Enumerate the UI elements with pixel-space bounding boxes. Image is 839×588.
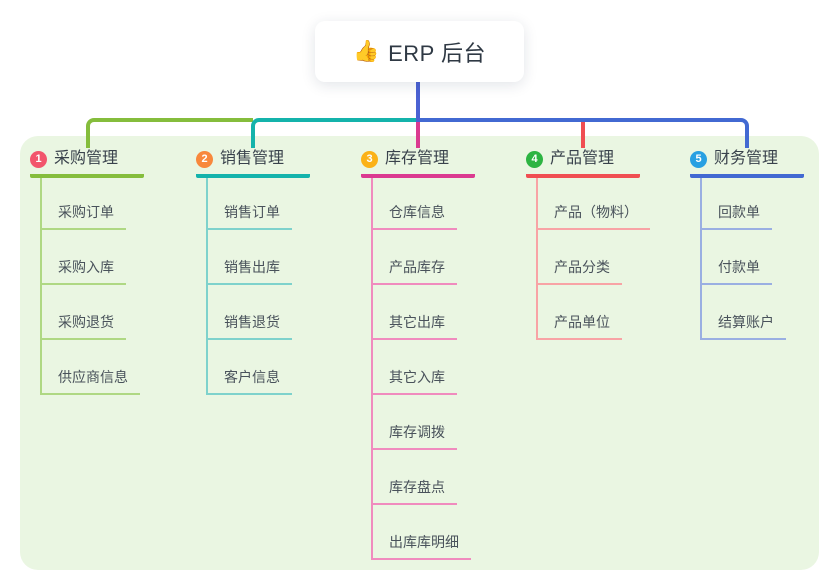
branch-number-badge: 5 <box>690 150 707 168</box>
branch-finance: 5 财务管理 回款单付款单结算账户 <box>690 148 805 340</box>
branch-inventory: 3 库存管理 仓库信息产品库存其它出库其它入库库存调拨库存盘点出库库明细 <box>361 148 476 560</box>
child-node[interactable]: 产品单位 <box>538 285 622 340</box>
branch-title[interactable]: 2 销售管理 <box>196 148 311 178</box>
children-list: 销售订单销售出库销售退货客户信息 <box>206 178 292 395</box>
child-node-label: 销售出库 <box>224 259 280 275</box>
children-list: 采购订单采购入库采购退货供应商信息 <box>40 178 140 395</box>
child-node[interactable]: 销售出库 <box>208 230 292 285</box>
branch-title-label: 产品管理 <box>550 150 615 167</box>
child-node-label: 出库库明细 <box>389 534 459 550</box>
connector-branch-sales <box>251 118 419 148</box>
child-node[interactable]: 采购入库 <box>42 230 126 285</box>
connector-root <box>416 82 420 122</box>
child-node[interactable]: 回款单 <box>702 178 772 230</box>
child-node[interactable]: 产品（物料） <box>538 178 650 230</box>
child-node-label: 销售退货 <box>224 314 280 330</box>
branch-purchase: 1 采购管理 采购订单采购入库采购退货供应商信息 <box>30 148 145 395</box>
child-node-label: 采购订单 <box>58 204 114 220</box>
child-node[interactable]: 销售订单 <box>208 178 292 230</box>
child-node[interactable]: 产品分类 <box>538 230 622 285</box>
branch-number-badge: 3 <box>361 150 378 168</box>
child-node-label: 库存调拨 <box>389 424 445 440</box>
connector-branch-purchase <box>86 118 253 148</box>
child-node-label: 客户信息 <box>224 369 280 385</box>
branch-title-label: 财务管理 <box>714 150 779 167</box>
child-node[interactable]: 仓库信息 <box>373 178 457 230</box>
child-node[interactable]: 出库库明细 <box>373 505 471 560</box>
child-node-label: 库存盘点 <box>389 479 445 495</box>
child-node-label: 其它出库 <box>389 314 445 330</box>
child-node[interactable]: 库存盘点 <box>373 450 457 505</box>
child-node-label: 销售订单 <box>224 204 280 220</box>
child-node[interactable]: 客户信息 <box>208 340 292 395</box>
child-node[interactable]: 供应商信息 <box>42 340 140 395</box>
branch-title[interactable]: 3 库存管理 <box>361 148 476 178</box>
child-node[interactable]: 付款单 <box>702 230 772 285</box>
branch-title-label: 销售管理 <box>220 150 285 167</box>
child-node[interactable]: 采购订单 <box>42 178 126 230</box>
connector-branch-product <box>581 122 585 148</box>
children-list: 仓库信息产品库存其它出库其它入库库存调拨库存盘点出库库明细 <box>371 178 471 560</box>
root-node-label: ERP 后台 <box>388 40 487 66</box>
child-node-label: 产品单位 <box>554 314 610 330</box>
branch-number-badge: 2 <box>196 150 213 168</box>
thumbs-up-icon: 👍 <box>352 40 380 63</box>
child-node-label: 产品分类 <box>554 259 610 275</box>
branch-title-label: 采购管理 <box>54 150 119 167</box>
branch-group-panel <box>20 136 819 570</box>
branch-title[interactable]: 4 产品管理 <box>526 148 641 178</box>
branch-product: 4 产品管理 产品（物料） 产品分类产品单位 <box>526 148 650 340</box>
child-node[interactable]: 其它入库 <box>373 340 457 395</box>
child-node[interactable]: 其它出库 <box>373 285 457 340</box>
branch-title[interactable]: 5 财务管理 <box>690 148 805 178</box>
branch-title[interactable]: 1 采购管理 <box>30 148 145 178</box>
root-node[interactable]: 👍 ERP 后台 <box>315 21 524 82</box>
child-node-label: 回款单 <box>718 204 760 220</box>
branch-number-badge: 4 <box>526 150 543 168</box>
branch-title-label: 库存管理 <box>385 150 450 167</box>
branch-number-badge: 1 <box>30 150 47 168</box>
child-node-label: 采购退货 <box>58 314 114 330</box>
branch-sales: 2 销售管理 销售订单销售出库销售退货客户信息 <box>196 148 311 395</box>
child-node-label: 产品（物料） <box>554 204 638 220</box>
child-node[interactable]: 库存调拨 <box>373 395 457 450</box>
connector-branch-inventory <box>416 122 420 148</box>
child-node[interactable]: 销售退货 <box>208 285 292 340</box>
child-node-label: 供应商信息 <box>58 369 128 385</box>
child-node-label: 采购入库 <box>58 259 114 275</box>
child-node-label: 其它入库 <box>389 369 445 385</box>
child-node-label: 付款单 <box>718 259 760 275</box>
children-list: 产品（物料） 产品分类产品单位 <box>536 178 650 340</box>
child-node-label: 产品库存 <box>389 259 445 275</box>
connector-branch-finance <box>417 118 749 148</box>
child-node[interactable]: 采购退货 <box>42 285 126 340</box>
child-node[interactable]: 结算账户 <box>702 285 786 340</box>
child-node[interactable]: 产品库存 <box>373 230 457 285</box>
children-list: 回款单付款单结算账户 <box>700 178 786 340</box>
child-node-label: 仓库信息 <box>389 204 445 220</box>
child-node-label: 结算账户 <box>718 314 774 330</box>
